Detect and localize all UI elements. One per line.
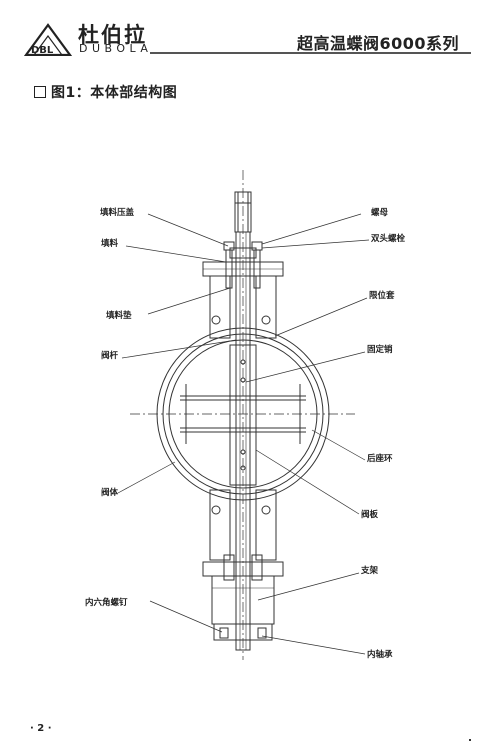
label-packing: 填料: [101, 238, 119, 249]
label-stud-bolt: 双头螺栓: [371, 233, 406, 244]
label-fixed-pin: 固定销: [367, 344, 393, 355]
corner-mark: [469, 739, 471, 741]
page-number: · 2 ·: [30, 723, 52, 734]
label-disc: 阀板: [361, 509, 379, 520]
series-title: 超高温蝶阀6000系列: [296, 34, 459, 53]
label-hex-screw: 内六角螺钉: [85, 597, 128, 608]
label-inner-bearing: 内轴承: [367, 649, 393, 660]
brand-name-cn: 杜伯拉: [78, 23, 147, 47]
label-packing-gasket: 填料垫: [106, 310, 132, 321]
label-packing-gland: 填料压盖: [100, 207, 135, 218]
checkbox-square-icon: [34, 86, 46, 98]
label-nut: 螺母: [371, 207, 389, 218]
label-limit-sleeve: 限位套: [369, 290, 395, 301]
section-title: 图1：本体部结构图: [34, 82, 177, 102]
label-stem: 阀杆: [101, 350, 119, 361]
label-body: 阀体: [101, 487, 119, 498]
brand-name-en: DUBOLA: [79, 42, 153, 55]
label-back-seat-ring: 后座环: [367, 453, 393, 464]
dbl-logo-icon: DBL: [24, 23, 73, 56]
section-title-text: 图1：本体部结构图: [51, 85, 178, 101]
header-divider: [150, 52, 471, 54]
logo-mark-text: DBL: [31, 45, 54, 56]
label-bracket: 支架: [360, 565, 379, 576]
